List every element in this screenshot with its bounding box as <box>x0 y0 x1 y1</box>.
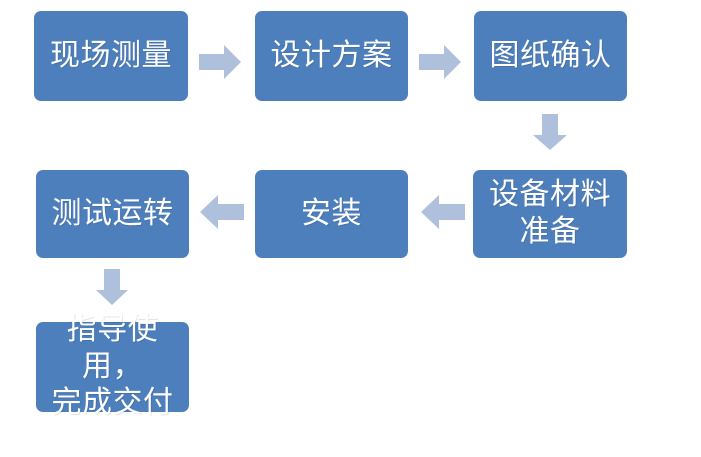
arrow-left-icon-equipment-material-preparation-to-installation <box>421 195 465 229</box>
flow-node-drawing-confirmation[interactable]: 图纸确认 <box>474 11 627 101</box>
flow-node-label: 设计方案 <box>270 38 393 72</box>
flow-node-installation[interactable]: 安装 <box>255 170 408 258</box>
arrow-down-icon-test-run-to-guidance-and-delivery <box>96 269 128 305</box>
arrow-right-icon-site-measurement-to-design-plan <box>199 45 241 79</box>
flow-node-guidance-and-delivery[interactable]: 指导使用， 完成交付 <box>36 313 189 419</box>
flow-node-label: 现场测量 <box>50 38 172 72</box>
flow-node-test-run[interactable]: 测试运转 <box>36 170 189 258</box>
flow-node-design-plan[interactable]: 设计方案 <box>255 11 408 101</box>
arrow-left-icon-installation-to-test-run <box>200 195 244 229</box>
flow-node-label: 设备材料 准备 <box>489 178 611 248</box>
flow-node-label: 指导使用， 完成交付 <box>51 312 174 420</box>
flow-node-label: 图纸确认 <box>489 38 612 72</box>
flow-node-site-measurement[interactable]: 现场测量 <box>34 11 188 101</box>
flow-node-label: 测试运转 <box>51 196 174 230</box>
flow-node-equipment-material-preparation[interactable]: 设备材料 准备 <box>473 170 627 258</box>
arrow-right-icon-design-plan-to-drawing-confirmation <box>419 45 461 79</box>
flow-node-label: 安装 <box>301 196 362 230</box>
arrow-down-icon-drawing-confirmation-to-equipment-material-preparation <box>533 114 567 150</box>
